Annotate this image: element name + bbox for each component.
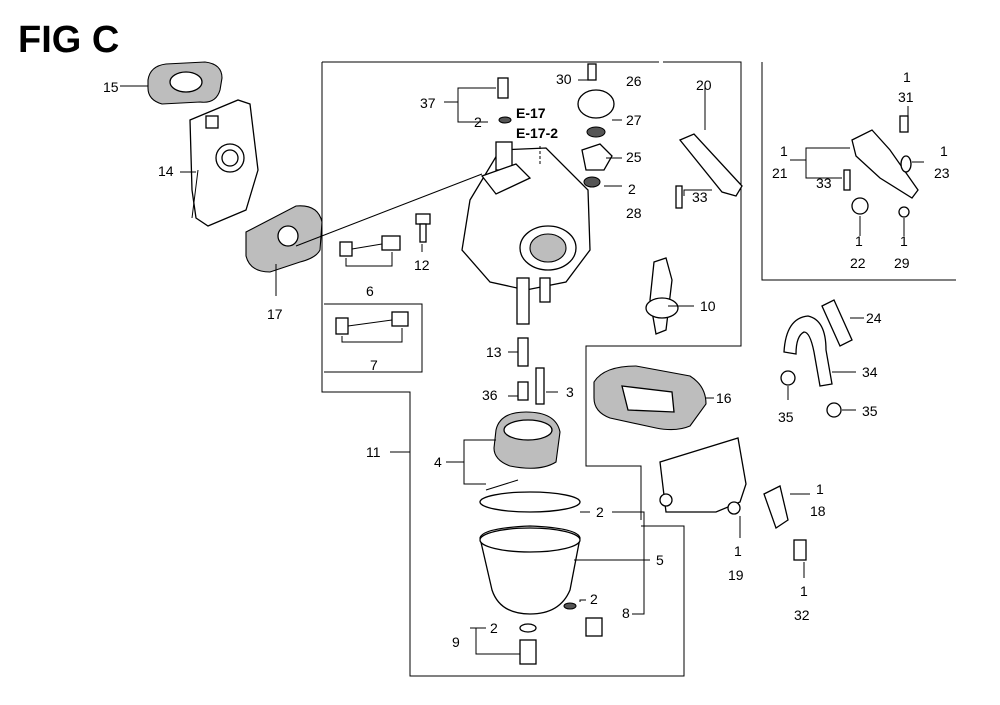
callout-35-left: 35 [778,409,794,425]
part-37-screw [497,77,512,124]
callout-32-qty: 1 [800,583,808,599]
callout-24: 24 [866,310,882,326]
callout-5-qty: 2 [596,504,604,520]
part-7-screw-set [335,311,409,335]
callout-25: 25 [626,149,642,165]
parts-26-30-cap-assembly [577,63,615,188]
callout-35-right: 35 [862,403,878,419]
part-24-tube [821,299,853,347]
figure-title: FIG C [18,19,119,61]
callout-10: 10 [700,298,716,314]
callout-16: 16 [716,390,732,406]
callout-22-qty: 1 [855,233,863,249]
callout-12: 12 [414,257,430,273]
callout-11: 11 [366,444,381,460]
part-34-hose [783,315,833,387]
callout-29-qty: 1 [900,233,908,249]
callout-33-right: 33 [816,175,832,191]
callout-17: 17 [267,306,283,322]
part-12-screw [415,213,431,243]
callout-7: 7 [370,357,378,373]
part-10-choke-plate [645,257,679,335]
part-17-insulator [245,173,483,273]
callout-32: 32 [794,607,810,623]
callout-5: 5 [656,552,664,568]
callouts: 15 14 17 37 2 30 26 27 25 2 28 20 33 1 3… [103,69,950,650]
callout-9-qty: 2 [490,620,498,636]
callout-18-qty: 1 [816,481,824,497]
callout-23-qty: 1 [940,143,948,159]
callout-28-qty: 2 [628,181,636,197]
part-32-bolt [793,539,807,561]
part-9-bolt [519,623,537,665]
callout-13: 13 [486,344,502,360]
part-35-clip-left [780,370,796,386]
callout-14: 14 [158,163,174,179]
callout-8: 8 [622,605,630,621]
part-4-float [485,411,561,491]
callout-37-qty: 2 [474,114,482,130]
callout-4: 4 [434,454,442,470]
part-14-bracket [189,99,259,227]
callout-27: 27 [626,112,642,128]
callout-21: 21 [772,165,788,181]
callout-15: 15 [103,79,119,95]
leader-lines [120,79,924,655]
callout-8-qty: 2 [590,591,598,607]
callout-31: 31 [898,89,914,105]
ref-e17: E-17 [516,105,546,121]
callout-26: 26 [626,73,642,89]
part-13-main-nozzle [517,337,529,367]
callout-22: 22 [850,255,866,271]
callout-31-qty: 1 [903,69,911,85]
part-5-float-chamber [479,491,581,615]
part-16-gasket [593,365,707,431]
callout-21-qty: 1 [780,143,788,159]
callout-19: 19 [728,567,744,583]
callout-6: 6 [366,283,374,299]
callout-28: 28 [626,205,642,221]
callout-36: 36 [482,387,498,403]
callout-9: 9 [452,634,460,650]
part-3-needle [535,367,545,405]
part-19-bracket [659,437,747,515]
part-20-lever [675,133,743,209]
part-6-screw-set [339,235,401,257]
callout-30: 30 [556,71,572,87]
part-36-jet [517,381,529,401]
callout-19-qty: 1 [734,543,742,559]
part-21-lever-assembly [843,115,919,218]
callout-20: 20 [696,77,712,93]
part-18-clamp [763,485,789,530]
callout-33-left: 33 [692,189,708,205]
callout-18: 18 [810,503,826,519]
carburetor-body [461,141,591,325]
ref-e17-2: E-17-2 [516,125,558,141]
callout-29: 29 [894,255,910,271]
part-35-clip-right [826,402,842,418]
callout-23: 23 [934,165,950,181]
group-outlines [321,61,956,677]
callout-3: 3 [566,384,574,400]
part-15-gasket [147,61,223,105]
callout-34: 34 [862,364,878,380]
callout-37: 37 [420,95,436,111]
part-8-drain-screw [563,602,603,637]
